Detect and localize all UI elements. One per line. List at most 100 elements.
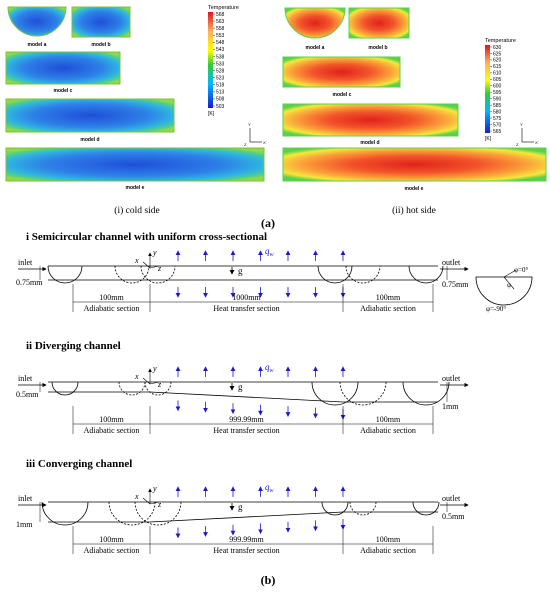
outlet-label: outlet xyxy=(442,494,461,503)
channel-semicircle xyxy=(345,265,381,284)
inlet-height-label: 1mm xyxy=(16,520,33,529)
channel-panels: i Semicircular channel with uniform cros… xyxy=(16,231,469,555)
hot-model-b xyxy=(348,7,410,39)
hot-model-a xyxy=(284,7,346,39)
z-axis-arrow xyxy=(149,501,160,505)
channel-semicircle xyxy=(140,265,176,284)
cold-model-e-label: model e xyxy=(126,185,145,191)
panel-title: iii Converging channel xyxy=(26,458,132,470)
x-axis-label: x xyxy=(134,492,139,501)
channel-semicircle xyxy=(412,501,440,516)
section-name-label: Adiabatic section xyxy=(360,426,416,435)
hot-legend-unit: [K] xyxy=(485,136,492,142)
colorbar-tick-label: 570 xyxy=(493,122,502,128)
colorbar-tick-label: 605 xyxy=(493,77,502,83)
cold-model-a xyxy=(7,6,67,37)
section-length-label: 100mm xyxy=(99,415,124,424)
colorbar-tick-label: 595 xyxy=(493,90,502,96)
channel-semicircle xyxy=(408,265,444,284)
hot-axis-x: X xyxy=(535,140,538,145)
section-length-label: 999.99mm xyxy=(229,415,264,424)
hot-model-a-label: model a xyxy=(306,45,325,51)
colorbar-tick-label: 548 xyxy=(216,40,225,46)
inlet-height-label: 0.5mm xyxy=(16,390,39,399)
hot-side-panel: model a model b model c model d model e … xyxy=(282,7,547,216)
hot-model-c-label: model c xyxy=(333,92,352,98)
channel-semicircle xyxy=(41,501,89,526)
hot-caption: (ii) hot side xyxy=(392,205,436,216)
cold-caption: (i) cold side xyxy=(114,205,159,216)
section-length-label: 1000mm xyxy=(232,293,261,302)
colorbar-tick-label: 538 xyxy=(216,54,225,60)
hot-model-c xyxy=(282,56,401,88)
z-axis-label: z xyxy=(157,500,162,509)
channel-bottom-wall xyxy=(149,391,344,403)
colorbar-tick-label: 523 xyxy=(216,75,225,81)
colorbar-tick-label: 565 xyxy=(493,129,502,135)
colorbar-tick-label: 580 xyxy=(493,109,502,115)
channel-panel-1: i Semicircular channel with uniform cros… xyxy=(16,231,469,313)
channel-semicircle xyxy=(47,265,83,284)
x-axis-arrow xyxy=(142,377,151,385)
x-axis-label: x xyxy=(134,372,139,381)
colorbar-tick-label: 513 xyxy=(216,90,225,96)
inlet-label: inlet xyxy=(18,494,33,503)
cross-section-inset: φ=0° φ φ=-90° xyxy=(475,266,533,313)
section-length-label: 100mm xyxy=(99,293,124,302)
z-axis-label: z xyxy=(157,380,162,389)
hot-model-e-label: model e xyxy=(405,186,424,192)
channel-semicircle xyxy=(134,501,182,526)
channel-semicircle xyxy=(321,501,349,516)
colorbar-tick-label: 620 xyxy=(493,58,502,64)
outlet-height-label: 0.5mm xyxy=(442,512,465,521)
x-axis-label: x xyxy=(134,256,139,265)
colorbar-tick-label: 585 xyxy=(493,103,502,109)
part-b-label: (b) xyxy=(261,573,276,587)
colorbar-tick-label: 558 xyxy=(216,26,225,32)
cold-axis-y: Y xyxy=(248,122,251,127)
colorbar-tick-label: 533 xyxy=(216,61,225,67)
gravity-label: g xyxy=(238,382,243,392)
cold-legend-title: Temperature xyxy=(208,5,239,11)
z-axis-arrow xyxy=(149,265,160,269)
section-name-label: Adiabatic section xyxy=(84,304,140,313)
colorbar-tick-label: 568 xyxy=(216,12,225,18)
channel-semicircle xyxy=(339,381,387,406)
cold-axis-z: Z xyxy=(244,142,247,147)
heat-flux-label: qw xyxy=(265,246,274,258)
section-name-label: Adiabatic section xyxy=(84,426,140,435)
colorbar-tick-label: 553 xyxy=(216,33,225,39)
inlet-height-label: 0.75mm xyxy=(16,278,43,287)
x-axis-arrow xyxy=(142,497,151,505)
section-name-label: Adiabatic section xyxy=(84,546,140,555)
hot-model-d xyxy=(282,103,459,137)
hot-axis-y: Y xyxy=(520,122,523,127)
y-axis-label: y xyxy=(152,364,157,373)
section-length-label: 100mm xyxy=(376,415,401,424)
outlet-height-label: 1mm xyxy=(442,402,459,411)
section-length-label: 100mm xyxy=(376,293,401,302)
hot-model-d-label: model d xyxy=(360,140,379,146)
part-a-label: (a) xyxy=(261,216,275,230)
colorbar-tick-label: 590 xyxy=(493,96,502,102)
cold-side-panel: model a model b model c model d model e … xyxy=(5,5,266,216)
cold-model-d-label: model d xyxy=(80,137,99,143)
cold-model-a-label: model a xyxy=(28,42,47,48)
channel-semicircle xyxy=(118,381,146,396)
hot-colorbar-ticks: 6306256206156106056005955905855805755705… xyxy=(490,45,502,135)
colorbar-tick-label: 575 xyxy=(493,116,502,122)
cold-model-c-label: model c xyxy=(54,88,73,94)
outlet-label: outlet xyxy=(442,258,461,267)
channel-semicircle xyxy=(144,381,172,396)
inlet-label: inlet xyxy=(18,374,33,383)
section-length-label: 999.99mm xyxy=(229,535,264,544)
channel-semicircle xyxy=(51,381,79,396)
gravity-label: g xyxy=(238,266,243,276)
section-name-label: Adiabatic section xyxy=(360,304,416,313)
cold-model-b-label: model b xyxy=(91,42,110,48)
channel-bottom-wall xyxy=(149,511,344,523)
hot-axis-z: Z xyxy=(516,142,519,147)
section-name-label: Adiabatic section xyxy=(360,546,416,555)
channel-semicircle xyxy=(349,501,377,516)
